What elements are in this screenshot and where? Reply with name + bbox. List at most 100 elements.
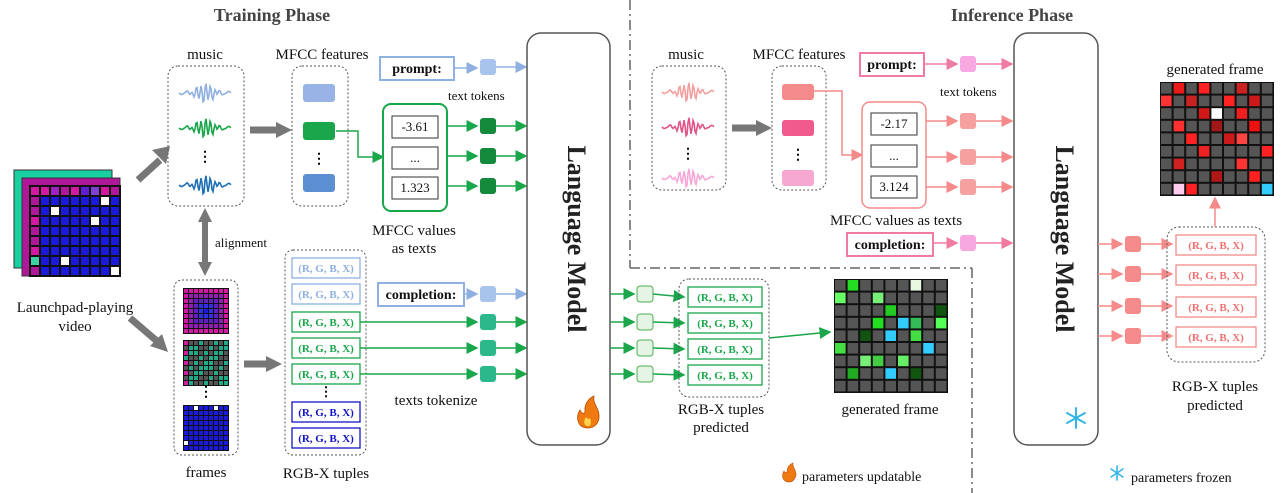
pad xyxy=(41,227,49,235)
generated-pad xyxy=(923,343,934,354)
pad xyxy=(224,411,228,415)
infer-predicted-caption-2: predicted xyxy=(1187,398,1243,414)
pad xyxy=(189,289,193,293)
generated-pad xyxy=(1173,171,1185,182)
pad xyxy=(189,309,193,313)
generated-pad xyxy=(847,317,859,329)
generated-pad xyxy=(1261,183,1273,195)
generated-pad xyxy=(885,280,896,291)
pad xyxy=(189,294,193,298)
pad xyxy=(214,426,218,430)
generated-pad xyxy=(1161,171,1172,182)
pad xyxy=(214,421,218,425)
generated-pad xyxy=(872,330,884,341)
output-token xyxy=(1125,298,1141,314)
pad xyxy=(184,416,188,420)
pad xyxy=(214,411,218,415)
pad xyxy=(189,361,193,365)
pad xyxy=(209,309,213,313)
train-mfcc-box xyxy=(291,65,349,207)
pad xyxy=(204,319,208,323)
value-token xyxy=(960,113,976,129)
generated-pad xyxy=(1236,158,1248,170)
value-token xyxy=(480,118,496,134)
rgbx-tuple-text: (R, G, B, X) xyxy=(298,369,354,381)
pad xyxy=(41,207,49,215)
generated-pad xyxy=(860,305,871,316)
pad xyxy=(111,257,119,265)
pad xyxy=(194,356,198,360)
predicted-tuple xyxy=(687,286,763,308)
generated-pad xyxy=(835,355,846,367)
generated-pad xyxy=(1173,183,1185,195)
pad xyxy=(199,371,203,375)
pad xyxy=(194,329,198,333)
pad xyxy=(91,187,99,195)
generated-pad xyxy=(1211,158,1222,170)
train-completion-token xyxy=(480,286,496,302)
pad xyxy=(189,356,193,360)
pad xyxy=(199,304,203,308)
pad xyxy=(199,309,203,313)
generated-pad xyxy=(1236,146,1248,157)
pad xyxy=(189,371,193,375)
pad xyxy=(91,267,99,275)
predicted-tuple xyxy=(687,312,763,334)
generated-pad xyxy=(872,380,884,392)
infer-language-model xyxy=(1013,32,1099,446)
pad xyxy=(209,436,213,440)
pad xyxy=(101,227,109,235)
train-value-tokens xyxy=(447,118,528,194)
pad xyxy=(209,381,213,385)
svg-text:⋮: ⋮ xyxy=(320,384,333,399)
pad xyxy=(189,431,193,435)
pad xyxy=(81,247,89,255)
pad xyxy=(194,366,198,370)
pad xyxy=(219,421,223,425)
pad xyxy=(189,346,193,350)
video-label-line1: Launchpad-playing xyxy=(17,300,134,316)
generated-pad xyxy=(885,305,896,316)
generated-pad xyxy=(1211,183,1222,195)
video-label-line2: video xyxy=(58,319,91,335)
generated-pad xyxy=(1186,183,1197,195)
pad xyxy=(189,366,193,370)
mfcc-feature-3 xyxy=(303,174,335,192)
pad xyxy=(184,441,188,445)
generated-pad xyxy=(1236,120,1248,132)
pad xyxy=(219,346,223,350)
generated-pad xyxy=(1173,146,1185,157)
generated-pad xyxy=(1249,83,1260,94)
generated-pad xyxy=(1186,146,1197,157)
pad xyxy=(209,351,213,355)
mfcc-feature-1 xyxy=(303,84,335,102)
pad xyxy=(101,197,109,205)
pad xyxy=(31,197,39,205)
pad xyxy=(189,416,193,420)
pad xyxy=(184,314,188,318)
train-language-model-label: Language Model xyxy=(562,145,591,332)
generated-pad xyxy=(1198,120,1210,132)
pad xyxy=(214,431,218,435)
infer-predicted-tuples: (R, G, B, X)(R, G, B, X)(R, G, B, X)(R, … xyxy=(1175,234,1257,348)
generated-pad xyxy=(1161,133,1172,144)
pad xyxy=(189,329,193,333)
generated-pad xyxy=(847,380,859,392)
pad xyxy=(101,237,109,245)
train-generated-frame xyxy=(834,279,948,393)
generated-pad xyxy=(910,355,922,367)
pad xyxy=(209,294,213,298)
pad xyxy=(209,376,213,380)
rgbx-tuple-text: (R, G, B, X) xyxy=(298,433,354,445)
train-prompt-token xyxy=(480,59,496,75)
pad xyxy=(71,257,79,265)
pad xyxy=(214,346,218,350)
generated-pad xyxy=(885,355,896,367)
svg-text:⋮: ⋮ xyxy=(791,148,805,163)
pad xyxy=(184,426,188,430)
pad xyxy=(209,356,213,360)
pad xyxy=(209,446,213,450)
generated-pad xyxy=(885,368,896,379)
generated-pad xyxy=(1261,133,1273,144)
